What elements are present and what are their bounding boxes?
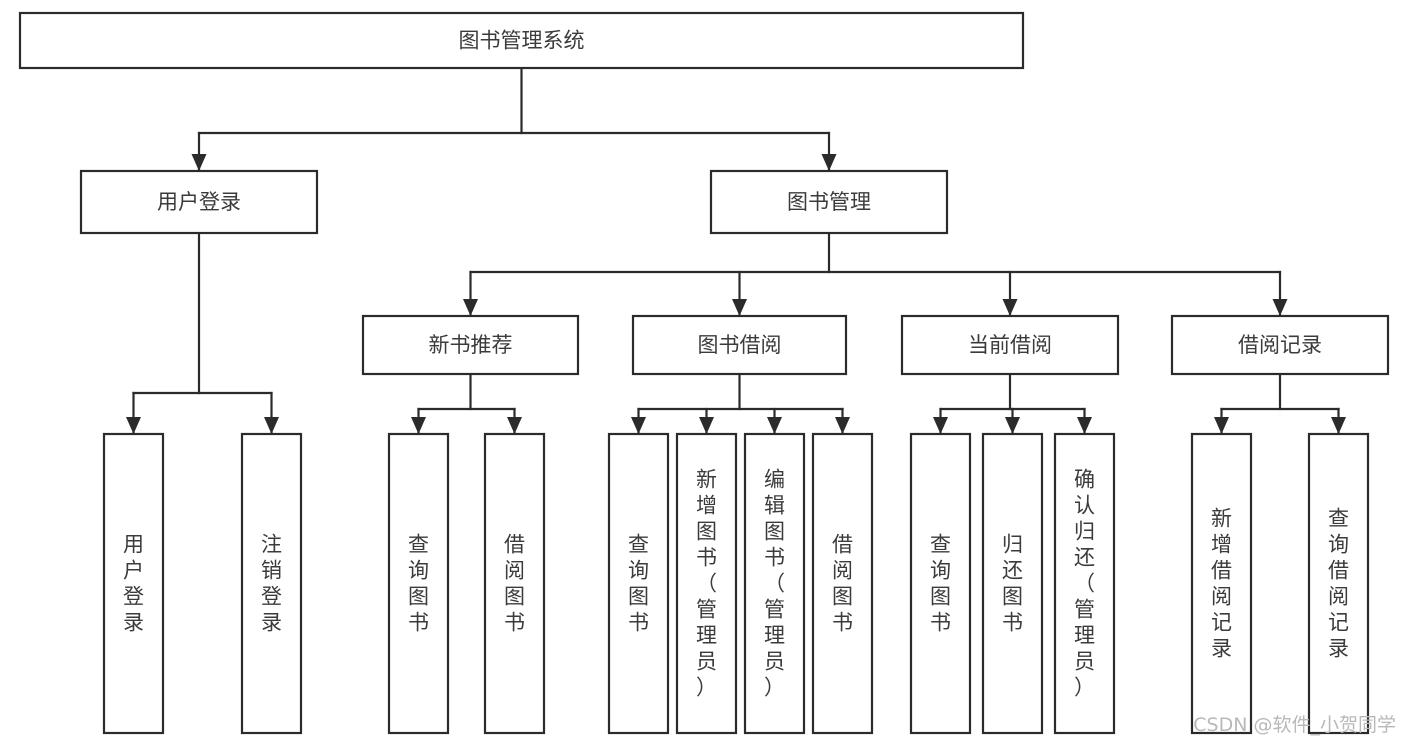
current-borrow-to-leaves-arrow-1 xyxy=(1005,417,1020,434)
node-book-manage[interactable]: 图书管理 xyxy=(709,169,949,235)
node-leaf-rec-borrow-book[interactable]: 借阅图书 xyxy=(483,432,546,735)
node-box-leaf-borrow-lend-book xyxy=(811,432,874,735)
node-label-leaf-rec-query-book: 查询图书 xyxy=(408,533,429,635)
borrow-record-to-leaves-arrow-0 xyxy=(1214,417,1229,434)
node-label-leaf-borrow-query-book: 查询图书 xyxy=(628,533,649,635)
node-box-leaf-borrow-query-book xyxy=(607,432,670,735)
node-label-leaf-borrow-lend-book: 借阅图书 xyxy=(832,533,853,635)
node-label-leaf-user-login: 用户登录 xyxy=(123,533,144,635)
node-leaf-borrow-edit-book[interactable]: 编辑图书（管理员） xyxy=(743,432,806,735)
node-leaf-user-login[interactable]: 用户登录 xyxy=(102,432,165,735)
csdn-watermark: CSDN @软件_小贺同学 xyxy=(1193,714,1396,736)
node-label-current-borrow: 当前借阅 xyxy=(968,333,1052,357)
node-box-user-login xyxy=(79,169,319,235)
node-label-leaf-borrow-add-book: 新增图书（管理员） xyxy=(696,468,717,700)
node-leaf-rec-add-record[interactable]: 新增借阅记录 xyxy=(1190,432,1253,735)
node-label-leaf-cur-return-book: 归还图书 xyxy=(1002,533,1023,635)
bookmanage-to-l3-arrow-3 xyxy=(1272,299,1288,316)
borrow-record-to-leaves-arrow-1 xyxy=(1331,417,1346,434)
node-borrow-record[interactable]: 借阅记录 xyxy=(1170,314,1390,376)
boxes-layer: 图书管理系统用户登录图书管理新书推荐图书借阅当前借阅借阅记录用户登录注销登录查询… xyxy=(18,11,1390,735)
node-box-current-borrow xyxy=(900,314,1120,376)
book-borrow-to-leaves-arrow-1 xyxy=(699,417,714,434)
node-label-user-login: 用户登录 xyxy=(157,190,241,214)
node-leaf-user-logout[interactable]: 注销登录 xyxy=(240,432,303,735)
connectors-layer xyxy=(126,66,1346,436)
node-box-leaf-user-login xyxy=(102,432,165,735)
userlogin-to-leaves-arrow-1 xyxy=(264,417,279,434)
node-box-borrow-record xyxy=(1170,314,1390,376)
node-label-book-manage: 图书管理 xyxy=(787,190,871,214)
node-current-borrow[interactable]: 当前借阅 xyxy=(900,314,1120,376)
node-box-leaf-rec-query-record xyxy=(1307,432,1370,735)
node-leaf-cur-query-book[interactable]: 查询图书 xyxy=(909,432,972,735)
node-new-book-rec[interactable]: 新书推荐 xyxy=(361,314,580,376)
current-borrow-to-leaves-arrow-0 xyxy=(933,417,948,434)
node-root[interactable]: 图书管理系统 xyxy=(18,11,1025,70)
book-borrow-to-leaves-arrow-2 xyxy=(767,417,782,434)
node-label-leaf-cur-confirm-return: 确认归还（管理员） xyxy=(1074,468,1095,700)
node-box-leaf-borrow-edit-book xyxy=(743,432,806,735)
node-box-leaf-cur-query-book xyxy=(909,432,972,735)
new-book-rec-to-leaves-arrow-1 xyxy=(507,417,522,434)
book-borrow-to-leaves-arrow-3 xyxy=(835,417,850,434)
node-leaf-borrow-add-book[interactable]: 新增图书（管理员） xyxy=(675,432,738,735)
root-to-l2-arrow-0 xyxy=(191,154,207,171)
node-user-login[interactable]: 用户登录 xyxy=(79,169,319,235)
node-label-new-book-rec: 新书推荐 xyxy=(429,333,513,357)
node-label-leaf-cur-query-book: 查询图书 xyxy=(930,533,951,635)
node-label-leaf-user-logout: 注销登录 xyxy=(261,533,282,635)
book-borrow-to-leaves-arrow-0 xyxy=(631,417,646,434)
node-label-leaf-rec-add-record: 新增借阅记录 xyxy=(1211,507,1232,661)
node-leaf-cur-return-book[interactable]: 归还图书 xyxy=(981,432,1044,735)
node-box-leaf-cur-confirm-return xyxy=(1053,432,1116,735)
node-label-leaf-borrow-edit-book: 编辑图书（管理员） xyxy=(764,468,785,700)
node-box-root xyxy=(18,11,1025,70)
node-box-leaf-cur-return-book xyxy=(981,432,1044,735)
node-leaf-borrow-query-book[interactable]: 查询图书 xyxy=(607,432,670,735)
node-box-leaf-user-logout xyxy=(240,432,303,735)
node-label-leaf-rec-borrow-book: 借阅图书 xyxy=(504,533,525,635)
node-book-borrow[interactable]: 图书借阅 xyxy=(631,314,848,376)
node-label-book-borrow: 图书借阅 xyxy=(698,333,782,357)
node-leaf-borrow-lend-book[interactable]: 借阅图书 xyxy=(811,432,874,735)
bookmanage-to-l3-arrow-0 xyxy=(463,299,478,316)
node-label-borrow-record: 借阅记录 xyxy=(1238,333,1322,357)
node-box-book-manage xyxy=(709,169,949,235)
node-box-new-book-rec xyxy=(361,314,580,376)
node-leaf-cur-confirm-return[interactable]: 确认归还（管理员） xyxy=(1053,432,1116,735)
node-leaf-rec-query-book[interactable]: 查询图书 xyxy=(387,432,450,735)
node-leaf-rec-query-record[interactable]: 查询借阅记录 xyxy=(1307,432,1370,735)
node-label-leaf-rec-query-record: 查询借阅记录 xyxy=(1328,507,1349,661)
root-to-l2-arrow-1 xyxy=(821,154,837,171)
bookmanage-to-l3-arrow-2 xyxy=(1002,299,1018,316)
node-box-leaf-rec-query-book xyxy=(387,432,450,735)
bookmanage-to-l3-arrow-1 xyxy=(732,299,747,316)
node-box-leaf-borrow-add-book xyxy=(675,432,738,735)
node-box-leaf-rec-borrow-book xyxy=(483,432,546,735)
new-book-rec-to-leaves-arrow-0 xyxy=(411,417,426,434)
node-label-root: 图书管理系统 xyxy=(459,29,585,53)
userlogin-to-leaves-arrow-0 xyxy=(126,417,141,434)
node-box-leaf-rec-add-record xyxy=(1190,432,1253,735)
node-box-book-borrow xyxy=(631,314,848,376)
current-borrow-to-leaves-arrow-2 xyxy=(1077,417,1092,434)
